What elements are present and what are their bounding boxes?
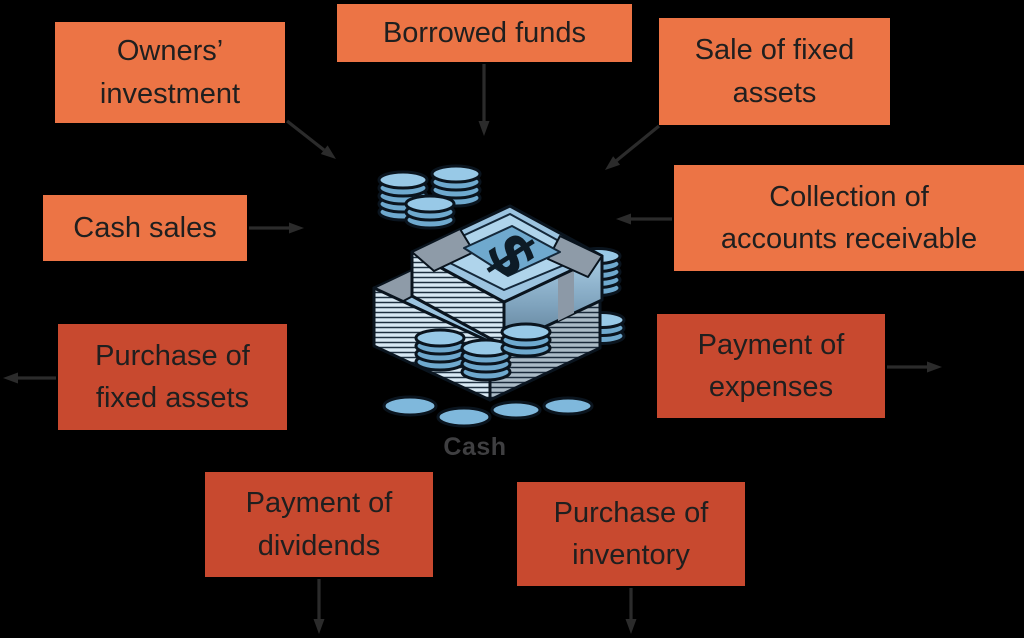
node-borrowed-funds: Borrowed funds <box>337 4 632 62</box>
node-sale-of-fixed-assets: Sale of fixed assets <box>659 18 890 125</box>
node-cash-sales: Cash sales <box>43 195 247 261</box>
node-label: Purchase of inventory <box>553 496 709 571</box>
arrow-owners-investment-to-cash <box>286 119 336 159</box>
node-label: Purchase of fixed assets <box>95 339 250 414</box>
cash-caption: Cash <box>443 433 507 461</box>
node-label: Cash sales <box>73 211 217 244</box>
arrow-collection-ar-to-cash <box>616 213 672 225</box>
node-purchase-of-inventory: Purchase of inventory <box>517 482 745 586</box>
arrow-purchase-of-inventory-outflow <box>625 588 637 634</box>
node-label: Owners’ investment <box>99 35 241 110</box>
arrow-borrowed-funds-to-cash <box>478 64 490 136</box>
arrow-purchase-of-fixed-assets-outflow <box>3 372 56 384</box>
loose-coins <box>382 395 594 428</box>
node-label: Sale of fixed assets <box>694 34 855 109</box>
arrow-payment-of-expenses-outflow <box>887 361 942 373</box>
node-purchase-of-fixed-assets: Purchase of fixed assets <box>58 324 287 430</box>
coin-stack-back-left <box>377 164 482 230</box>
arrow-cash-sales-to-cash <box>249 222 304 234</box>
node-label: Payment of expenses <box>697 328 845 403</box>
node-label: Borrowed funds <box>382 16 587 49</box>
bill-bundle-top: $ <box>410 204 604 348</box>
node-label: Collection of accounts receivable <box>720 180 978 255</box>
arrow-payment-of-dividends-outflow <box>313 579 325 634</box>
node-payment-of-dividends: Payment of dividends <box>205 472 433 577</box>
node-collection-of-accounts-receivable: Collection of accounts receivable <box>674 165 1024 271</box>
node-label: Payment of dividends <box>245 487 393 562</box>
node-owners-investment: Owners’ investment <box>55 22 285 123</box>
node-payment-of-expenses: Payment of expenses <box>657 314 885 418</box>
arrow-sale-of-fixed-assets-to-cash <box>605 124 661 170</box>
cash-illustration: $ <box>372 164 626 428</box>
coin-stack-front <box>414 322 552 382</box>
